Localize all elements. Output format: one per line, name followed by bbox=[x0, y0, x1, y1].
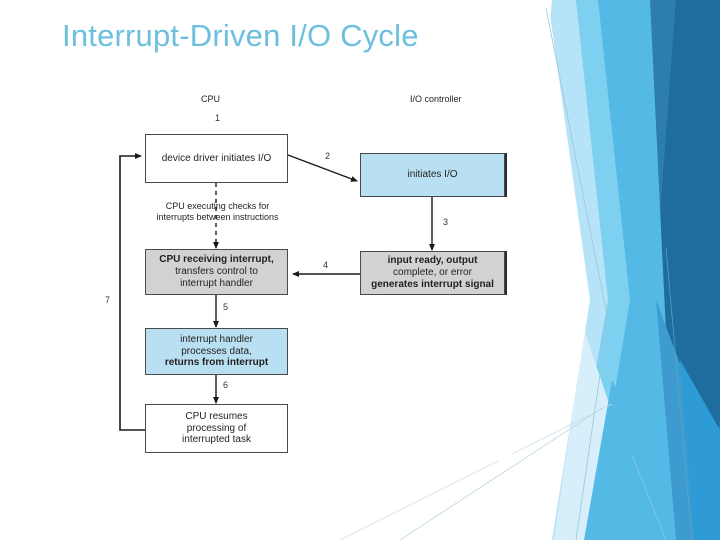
box-cpu-resumes-line-3: interrupted task bbox=[182, 434, 251, 446]
interrupt-io-cycle-diagram: CPU I/O controller 1 2 3 4 5 6 7 CPU exe… bbox=[105, 86, 513, 461]
annotation-line-1: CPU executing checks for bbox=[165, 201, 270, 211]
box-cpu-receiving-interrupt-line-3: interrupt handler bbox=[180, 277, 253, 289]
page-title: Interrupt-Driven I/O Cycle bbox=[62, 18, 419, 53]
box-interrupt-handler-line-1: interrupt handler bbox=[180, 333, 253, 345]
box-interrupt-handler[interactable]: interrupt handler processes data, return… bbox=[145, 328, 288, 375]
box-interrupt-handler-line-2: processes data, bbox=[181, 345, 252, 357]
step-number-5: 5 bbox=[223, 302, 229, 312]
box-cpu-receiving-interrupt[interactable]: CPU receiving interrupt, transfers contr… bbox=[145, 249, 288, 295]
cpu-executing-annotation: CPU executing checks for interrupts betw… bbox=[130, 201, 305, 224]
step-number-4: 4 bbox=[323, 260, 329, 270]
box-input-ready-line-3: generates interrupt signal bbox=[371, 278, 494, 290]
decorative-corner-graphic bbox=[480, 0, 720, 540]
box-device-driver[interactable]: device driver initiates I/O bbox=[145, 134, 288, 183]
box-initiates-io-line-1: initiates I/O bbox=[407, 169, 458, 181]
box-cpu-resumes[interactable]: CPU resumes processing of interrupted ta… bbox=[145, 404, 288, 453]
annotation-line-2: interrupts between instructions bbox=[156, 212, 279, 223]
box-cpu-receiving-interrupt-line-2: transfers control to bbox=[175, 266, 258, 278]
box-input-ready-line-1: input ready, output bbox=[387, 255, 478, 267]
step-number-7: 7 bbox=[105, 295, 111, 305]
box-cpu-receiving-interrupt-line-1: CPU receiving interrupt, bbox=[159, 254, 274, 266]
box-input-ready[interactable]: input ready, output complete, or error g… bbox=[360, 251, 505, 295]
step-number-1: 1 bbox=[215, 113, 221, 123]
box-initiates-io[interactable]: initiates I/O bbox=[360, 153, 505, 197]
step-number-3: 3 bbox=[443, 217, 449, 227]
step-number-2: 2 bbox=[325, 151, 331, 161]
box-cpu-resumes-line-2: processing of bbox=[186, 422, 247, 434]
box-device-driver-line-1: device driver initiates I/O bbox=[161, 152, 272, 164]
box-cpu-resumes-line-1: CPU resumes bbox=[185, 410, 248, 422]
box-input-ready-line-2: complete, or error bbox=[393, 267, 472, 279]
column-header-io-controller: I/O controller bbox=[410, 94, 462, 104]
step-number-6: 6 bbox=[223, 380, 229, 390]
box-interrupt-handler-line-3: returns from interrupt bbox=[164, 357, 269, 369]
column-header-cpu: CPU bbox=[201, 94, 221, 104]
diagram-connectors bbox=[119, 153, 435, 431]
